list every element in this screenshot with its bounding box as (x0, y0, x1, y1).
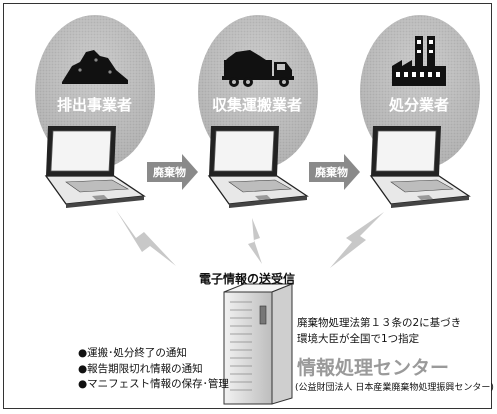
generator-label: 排出事業者 (57, 96, 133, 114)
flow-arrow-1-label: 廃棄物 (153, 166, 186, 179)
center-organization: (公益財団法人 日本産業廃棄物処理振興センター) (295, 383, 494, 393)
outer-frame (3, 3, 492, 409)
signal-bolt-middle (248, 218, 262, 264)
factory-icon (392, 36, 446, 86)
center-name: 情報処理センター (297, 357, 450, 379)
function-item: ●マニフェスト情報の保存･管理 (78, 378, 229, 390)
waste-pile-icon (62, 50, 128, 84)
transmission-label: 電子情報の送受信 (199, 272, 296, 286)
disposer-label: 処分業者 (389, 96, 450, 114)
flow-arrow-2-label: 廃棄物 (315, 166, 348, 179)
transporter-label: 収集運搬業者 (212, 96, 303, 114)
server-icon (223, 283, 293, 405)
signal-bolt-left (116, 210, 176, 266)
functions-list: ●運搬･処分終了の通知 ●報告期限切れ情報の通知 ●マニフェスト情報の保存･管理 (78, 346, 229, 393)
laptop-icon-transporter (207, 126, 309, 208)
center-designation-line2: 環境大臣が全国で1つ指定 (297, 333, 420, 345)
laptop-icon-generator (44, 126, 146, 208)
flow-arrow-1 (147, 154, 198, 190)
center-designation-line1: 廃棄物処理法第１３条の2に基づき (297, 317, 462, 329)
flow-arrow-2 (309, 154, 360, 190)
signal-bolt-right (330, 212, 384, 268)
function-item: ●運搬･処分終了の通知 (78, 347, 187, 359)
function-item: ●報告期限切れ情報の通知 (78, 362, 203, 375)
laptop-icon-disposer (369, 126, 471, 208)
truck-icon (222, 50, 294, 87)
